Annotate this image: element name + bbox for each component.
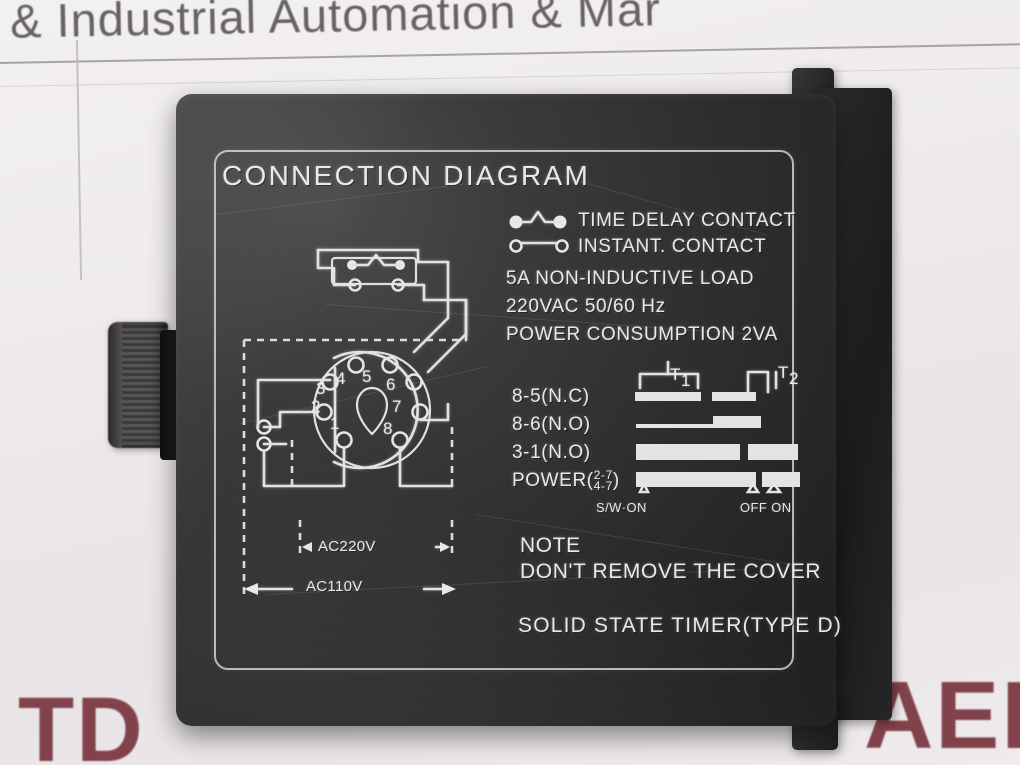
spec-load: 5A NON-INDUCTIVE LOAD bbox=[506, 268, 755, 289]
paper-vertical-rule bbox=[75, 40, 83, 280]
power-terminals-bottom: 4-7 bbox=[593, 479, 613, 493]
contact-8-5: 8-5(N.C) bbox=[512, 386, 590, 407]
contact-3-1: 3-1(N.O) bbox=[512, 442, 591, 463]
label-border bbox=[214, 150, 794, 670]
banner-text: & Industrial Automation & Mar bbox=[9, 0, 662, 48]
watermark-td: TD bbox=[18, 679, 145, 765]
voltage-label-220: AC220V bbox=[318, 538, 376, 555]
spec-voltage: 220VAC 50/60 Hz bbox=[506, 296, 666, 317]
note-heading: NOTE bbox=[520, 534, 581, 557]
paper-rule-second bbox=[0, 67, 1020, 87]
timing-marker-on: ON bbox=[771, 500, 792, 515]
time-adjust-knob[interactable] bbox=[108, 322, 168, 448]
contact-8-6: 8-6(N.O) bbox=[512, 414, 591, 435]
timing-marker-off: OFF bbox=[740, 500, 768, 515]
timing-marker-switch-on: S/W·ON bbox=[596, 500, 647, 515]
paper-rule-top bbox=[0, 43, 1020, 64]
voltage-label-110: AC110V bbox=[306, 578, 363, 595]
legend-instant-text: INSTANT. CONTACT bbox=[578, 236, 767, 257]
power-terminals-label: POWER bbox=[512, 470, 587, 492]
label-title: CONNECTION DIAGRAM bbox=[222, 160, 591, 191]
timing-marker-off-on: OFF ON bbox=[740, 500, 792, 515]
product-line: SOLID STATE TIMER(TYPE D) bbox=[518, 614, 843, 637]
note-body: DON'T REMOVE THE COVER bbox=[520, 560, 822, 583]
spec-power-consumption: POWER CONSUMPTION 2VA bbox=[506, 324, 778, 345]
legend-time-delay-text: TIME DELAY CONTACT bbox=[578, 210, 796, 231]
power-terminals-top: 2-7 bbox=[593, 468, 613, 482]
